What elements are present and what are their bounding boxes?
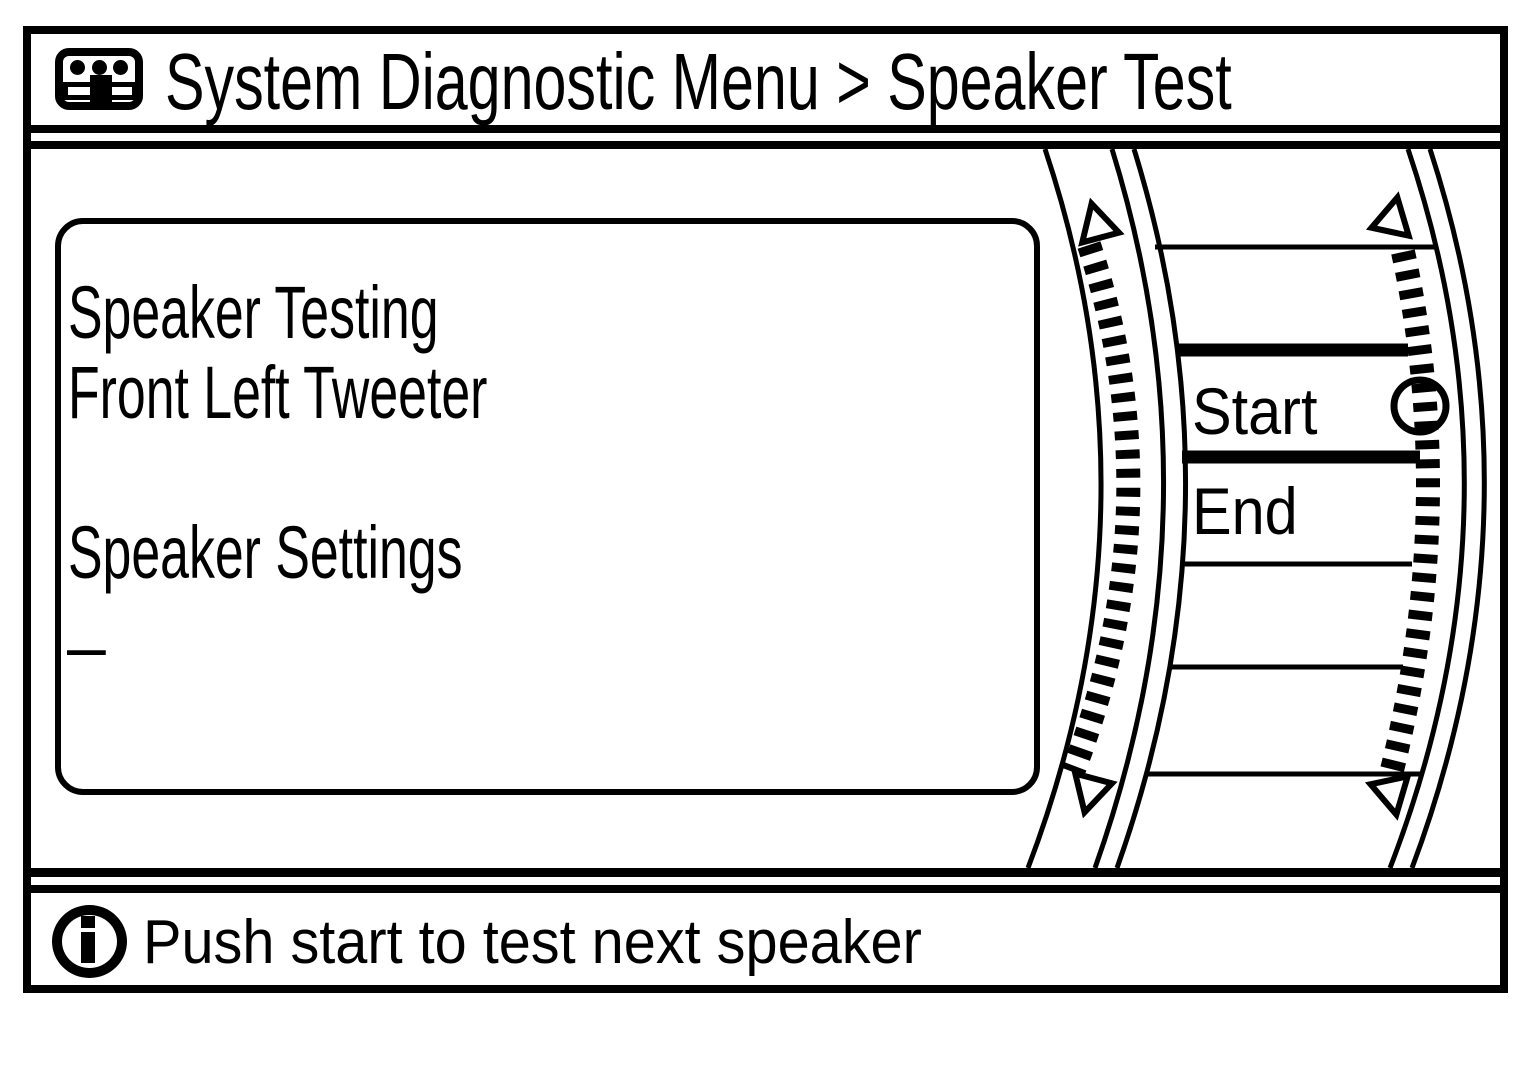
header-divider-line bbox=[27, 125, 1504, 133]
menu-item-start[interactable]: Start bbox=[1192, 374, 1318, 448]
menu-item-end[interactable]: End bbox=[1192, 474, 1298, 548]
left-rail-arc bbox=[1114, 148, 1189, 869]
audio-settings-icon bbox=[55, 48, 143, 110]
scroll-down-arrow[interactable] bbox=[1364, 772, 1415, 821]
message-line-3: Speaker Settings bbox=[68, 511, 463, 594]
scroll-up-arrow[interactable] bbox=[1365, 191, 1416, 240]
info-icon-stem bbox=[81, 932, 95, 963]
left-outer-arc bbox=[1025, 148, 1104, 869]
left-tick-arc bbox=[1061, 241, 1141, 777]
status-divider-line bbox=[27, 885, 1504, 893]
left-rail-arc bbox=[1092, 148, 1167, 869]
right-rail-arc bbox=[1409, 148, 1487, 869]
right-tick-arc bbox=[1380, 249, 1440, 773]
scroll-up-arrow[interactable] bbox=[1073, 197, 1125, 247]
icon-slider-knob bbox=[90, 75, 112, 106]
message-line-1: Speaker Testing bbox=[68, 271, 439, 354]
icon-dot bbox=[113, 60, 128, 75]
selection-knob-marker bbox=[1390, 376, 1450, 436]
page-title: System Diagnostic Menu > Speaker Test bbox=[165, 37, 1232, 126]
screen-frame bbox=[23, 26, 1508, 993]
text-cursor: _ bbox=[68, 573, 106, 656]
scroll-down-arrow[interactable] bbox=[1066, 769, 1118, 819]
icon-dot bbox=[70, 60, 85, 75]
header-divider-line bbox=[27, 141, 1504, 149]
message-panel bbox=[55, 218, 1040, 795]
message-line-2: Front Left Tweeter bbox=[68, 351, 488, 434]
status-divider-line bbox=[27, 868, 1504, 877]
icon-dot bbox=[92, 60, 107, 75]
info-icon-dot bbox=[81, 916, 95, 928]
right-rail-arc bbox=[1387, 148, 1467, 869]
status-message: Push start to test next speaker bbox=[143, 908, 922, 977]
